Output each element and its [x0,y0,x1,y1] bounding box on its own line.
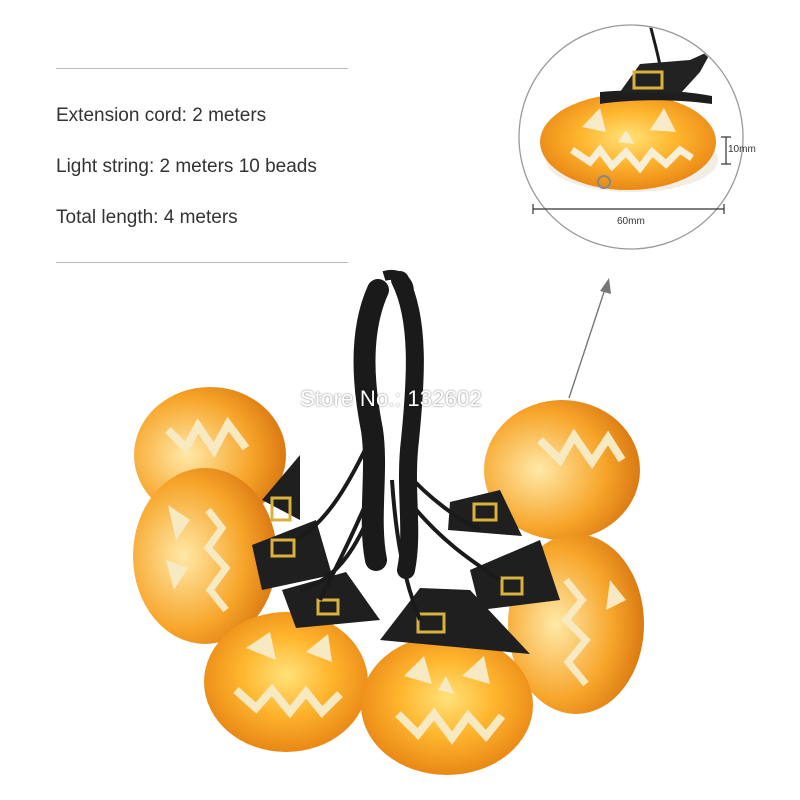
detail-witch-hat [600,50,712,104]
witch-hat [262,455,300,522]
pumpkin-light-string [133,269,644,775]
witch-hat [252,520,332,590]
callout-arrow [568,278,611,399]
pumpkin-mid-left [133,468,277,644]
divider-bottom [56,262,348,263]
pumpkin-front-center [361,635,533,775]
detail-callout [518,24,744,250]
spec-total-length: Total length: 4 meters [56,207,238,228]
divider-top [56,68,348,69]
width-dimension-label: 60mm [617,216,645,227]
height-dimension-label: 10mm [728,144,756,155]
witch-hat [380,588,530,654]
spec-light-string: Light string: 2 meters 10 beads [56,156,317,177]
pumpkin-back-right [484,400,640,540]
coiled-cord [294,269,502,621]
pumpkin-lower-left [204,612,368,752]
witch-hat [470,540,560,610]
store-watermark: Store No.: 132602 [300,386,482,411]
spec-extension-cord: Extension cord: 2 meters [56,105,267,126]
